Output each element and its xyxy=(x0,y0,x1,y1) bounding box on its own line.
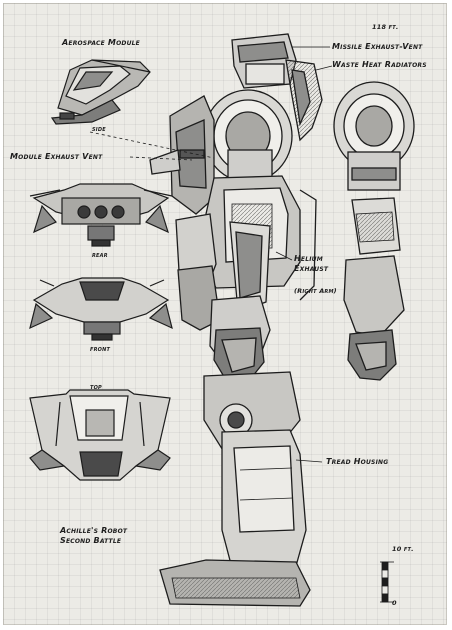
label-front: front xyxy=(90,345,111,353)
callout-leader-lines xyxy=(89,46,333,463)
label-module-exhaust-vent: Module Exhaust Vent xyxy=(10,152,103,161)
scale-bar xyxy=(380,561,394,603)
robot-main-figure xyxy=(149,33,323,607)
label-scale-zero: 0 xyxy=(392,599,397,607)
label-side: side xyxy=(92,125,106,133)
label-helium-exhaust: Helium Exhaust xyxy=(294,254,329,273)
label-tread-housing: Tread Housing xyxy=(326,457,389,466)
module-side-view xyxy=(50,59,151,125)
label-right-arm: (Right Arm) xyxy=(294,287,337,295)
module-front-view xyxy=(29,277,173,341)
robot-right-arm-figure xyxy=(333,81,415,381)
label-top: top xyxy=(90,383,102,391)
label-rear: rear xyxy=(92,251,108,259)
label-aerospace-module: Aerospace Module xyxy=(62,38,140,47)
label-scale-10ft: 10 ft. xyxy=(392,545,414,553)
module-top-view xyxy=(29,389,171,481)
module-rear-view xyxy=(29,183,173,247)
label-missile-exhaust-vent: Missile Exhaust-Vent xyxy=(332,42,423,51)
label-waste-heat-radiators: Waste Heat Radiators xyxy=(332,60,427,69)
caption: Achille's Robot Second Battle xyxy=(60,526,128,545)
label-height: 118 ft. xyxy=(372,23,399,31)
